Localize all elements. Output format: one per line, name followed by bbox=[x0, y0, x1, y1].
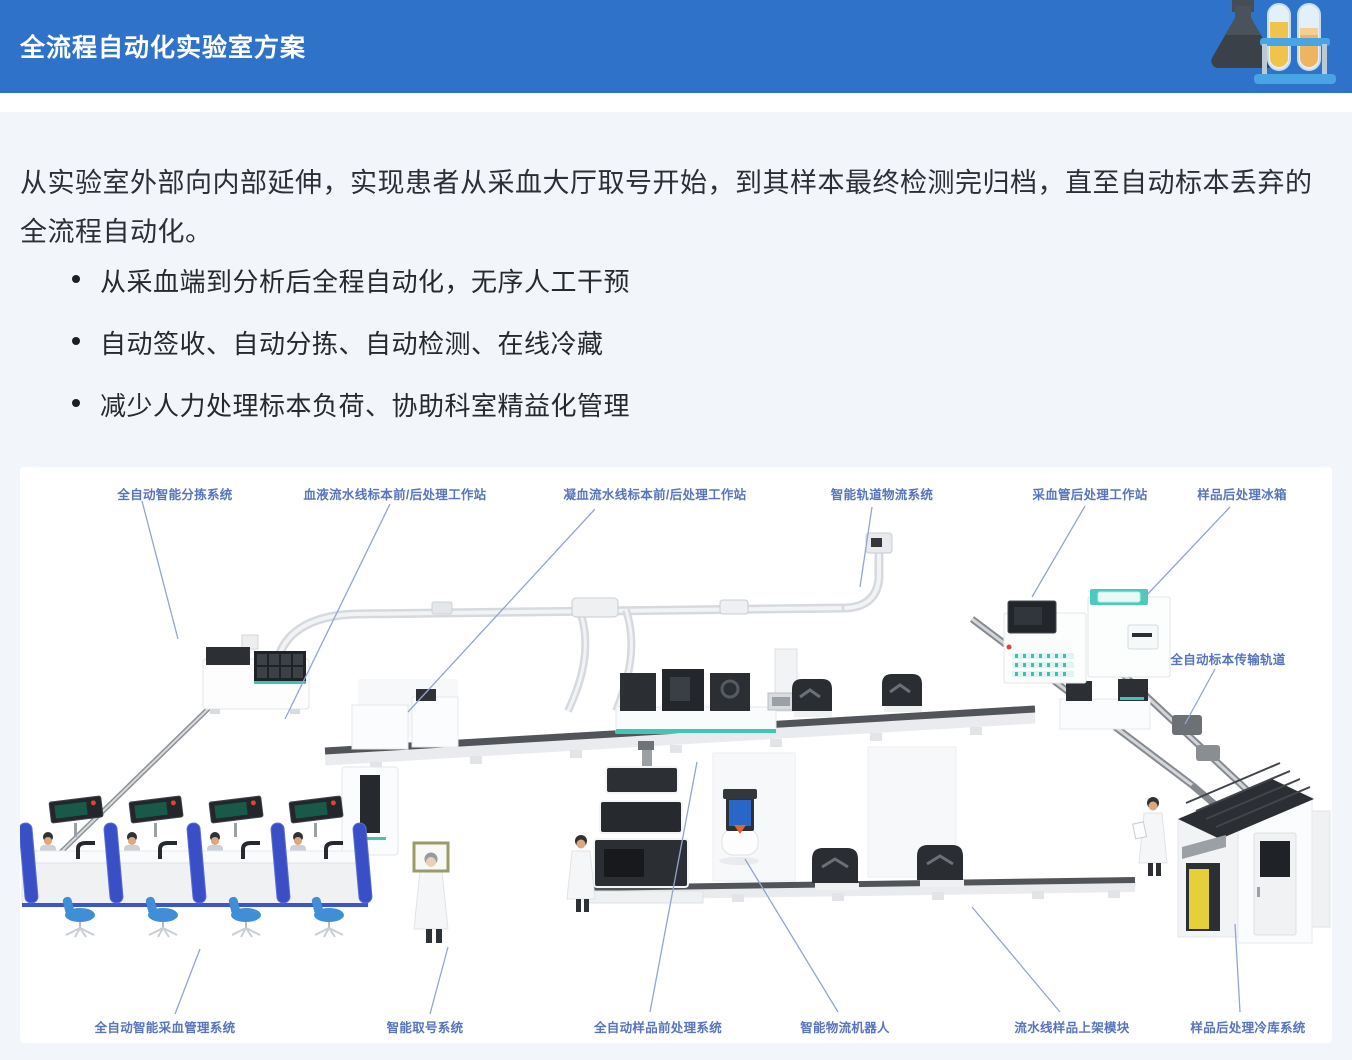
label-preprocess-system: 全自动样品前处理系统 bbox=[593, 1021, 723, 1035]
header-divider bbox=[0, 93, 1352, 112]
bullet-text: 自动签收、自动分拣、自动检测、在线冷藏 bbox=[100, 329, 604, 359]
sorting-system-machine bbox=[202, 634, 310, 714]
label-rack-loading-module: 流水线样品上架模块 bbox=[1014, 1021, 1130, 1035]
flask-icon bbox=[1211, 0, 1275, 68]
bullet-marker bbox=[72, 275, 80, 283]
label-postprocess-fridge: 样品后处理冰箱 bbox=[1197, 488, 1287, 502]
label-collection-management: 全自动智能采血管理系统 bbox=[94, 1021, 236, 1035]
armrest-fixtures bbox=[76, 841, 343, 859]
cold-storage-room bbox=[1177, 762, 1331, 944]
bullet-text: 从采血端到分析后全程自动化，无序人工干预 bbox=[100, 267, 631, 297]
label-cold-storage-system: 样品后处理冷库系统 bbox=[1190, 1021, 1306, 1035]
staff-member bbox=[1132, 797, 1168, 876]
overhead-rail-system bbox=[273, 532, 893, 713]
label-tube-postprocess: 采血管后处理工作站 bbox=[1032, 488, 1148, 502]
ticket-system-person bbox=[412, 841, 450, 943]
page-title: 全流程自动化实验室方案 bbox=[20, 34, 307, 62]
label-coag-line-station: 凝血流水线标本前/后处理工作站 bbox=[563, 488, 747, 502]
staff-member bbox=[566, 835, 596, 912]
blood-collection-counter bbox=[20, 766, 399, 938]
page-header: 全流程自动化实验室方案 bbox=[0, 0, 1352, 93]
label-transport-track: 全自动标本传输轨道 bbox=[1170, 653, 1286, 667]
lab-layout-diagram: 全自动智能分拣系统 血液流水线标本前/后处理工作站 凝血流水线标本前/后处理工作… bbox=[20, 467, 1332, 1043]
label-blood-line-station: 血液流水线标本前/后处理工作站 bbox=[303, 488, 487, 502]
bullet-item: 自动签收、自动分拣、自动检测、在线冷藏 bbox=[72, 324, 630, 361]
feature-bullet-list: 从采血端到分析后全程自动化，无序人工干预 自动签收、自动分拣、自动检测、在线冷藏… bbox=[72, 262, 630, 448]
tube-postprocess-station bbox=[1003, 600, 1087, 684]
intro-paragraph: 从实验室外部向内部延伸，实现患者从采血大厅取号开始，到其样本最终检测完归档，直至… bbox=[20, 168, 1313, 247]
phlebotomy-chairs bbox=[62, 896, 344, 938]
label-rail-logistics: 智能轨道物流系统 bbox=[830, 488, 934, 502]
bullet-marker bbox=[72, 337, 80, 345]
sample-postprocess-fridge bbox=[1087, 589, 1171, 678]
bullet-marker bbox=[72, 399, 80, 407]
bullet-item: 从采血端到分析后全程自动化，无序人工干预 bbox=[72, 262, 630, 299]
lab-illustration bbox=[20, 500, 1331, 1015]
blood-line-workstations bbox=[351, 648, 1151, 750]
label-logistics-robot: 智能物流机器人 bbox=[800, 1021, 890, 1035]
bullet-text: 减少人力处理标本负荷、协助科室精益化管理 bbox=[100, 391, 631, 421]
privacy-dividers bbox=[20, 822, 373, 904]
bullet-item: 减少人力处理标本负荷、协助科室精益化管理 bbox=[72, 386, 630, 423]
left-diagonal-rail bbox=[58, 705, 212, 855]
logistics-robot bbox=[719, 789, 759, 865]
label-leader-lines bbox=[141, 500, 1241, 1015]
lab-flask-and-test-tubes-icon bbox=[1211, 0, 1336, 84]
label-ticket-system: 智能取号系统 bbox=[386, 1021, 464, 1035]
queue-monitors bbox=[48, 795, 344, 837]
pre-processing-machines bbox=[584, 741, 704, 904]
label-sorting-system: 全自动智能分拣系统 bbox=[117, 488, 233, 502]
test-tubes-icon bbox=[1254, 3, 1336, 84]
